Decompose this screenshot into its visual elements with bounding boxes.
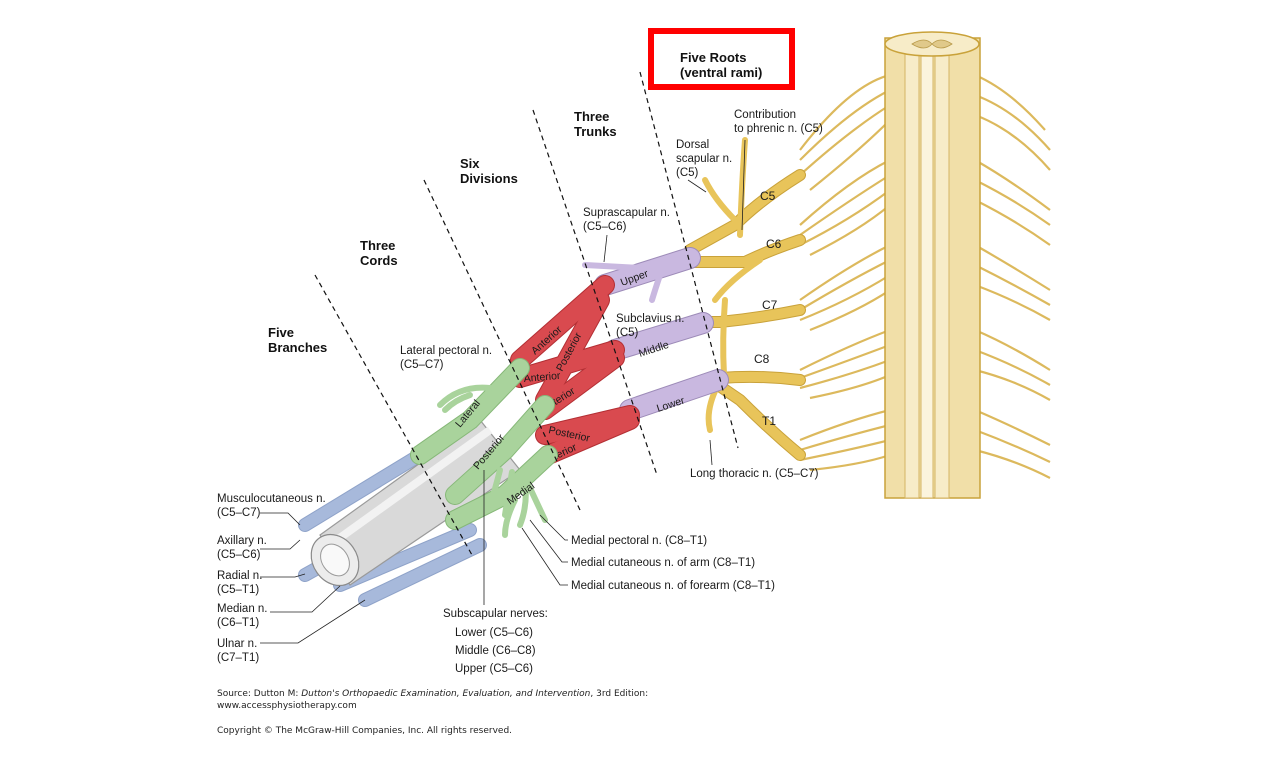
label-median-line2: (C6–T1) — [217, 617, 259, 629]
header-three-cords-line2: Cords — [360, 253, 398, 268]
label-suprascapular-line2: (C5–C6) — [583, 221, 627, 233]
label-ulnar-line1: Ulnar n. — [217, 638, 257, 650]
header-three-trunks-line2: Trunks — [574, 124, 617, 139]
label-subscapular-title: Subscapular nerves: — [443, 608, 548, 620]
source-citation: Source: Dutton M: Dutton's Orthopaedic E… — [217, 689, 648, 699]
label-radial-line2: (C5–T1) — [217, 584, 259, 596]
label-radial-line1: Radial n. — [217, 570, 262, 582]
label-lateral-pectoral-line2: (C5–C7) — [400, 359, 444, 371]
copyright: Copyright © The McGraw-Hill Companies, I… — [217, 726, 512, 736]
cords — [410, 358, 558, 538]
label-long-thoracic: Long thoracic n. (C5–C7) — [690, 468, 819, 480]
rootlets — [799, 73, 1051, 479]
header-six-divisions-line2: Divisions — [460, 171, 518, 186]
root-label-c6: C6 — [766, 237, 782, 251]
roots — [684, 137, 806, 461]
label-ulnar-line2: (C7–T1) — [217, 652, 259, 664]
root-label-c7: C7 — [762, 298, 778, 312]
header-six-divisions-line1: Six — [460, 156, 480, 171]
header-five-branches-line2: Branches — [268, 340, 327, 355]
header-three-trunks-line1: Three — [574, 109, 609, 124]
label-axillary-line2: (C5–C6) — [217, 549, 261, 561]
label-dorsal-scapular-line2: scapular n. — [676, 153, 732, 165]
label-medial-cutaneous-arm: Medial cutaneous n. of arm (C8–T1) — [571, 557, 755, 569]
label-medial-cutaneous-forearm: Medial cutaneous n. of forearm (C8–T1) — [571, 580, 775, 592]
label-musculocutaneous-line2: (C5–C7) — [217, 507, 261, 519]
header-five-branches-line1: Five — [268, 325, 294, 340]
leader-lines — [260, 139, 746, 644]
label-suprascapular-line1: Suprascapular n. — [583, 207, 670, 219]
label-axillary-line1: Axillary n. — [217, 535, 267, 547]
label-musculocutaneous-line1: Musculocutaneous n. — [217, 493, 326, 505]
highlight-box — [648, 28, 795, 90]
label-phrenic-line1: Contribution — [734, 109, 796, 121]
header-five-roots-line1: Five Roots — [680, 50, 746, 65]
label-lateral-pectoral-line1: Lateral pectoral n. — [400, 345, 492, 357]
source-url: www.accessphysiotherapy.com — [217, 701, 357, 711]
trunks — [582, 247, 729, 421]
label-subscapular-middle: Middle (C6–C8) — [455, 645, 536, 657]
source-prefix: Source: Dutton M: — [217, 689, 301, 699]
root-label-c8: C8 — [754, 352, 770, 366]
spinal-cord — [799, 31, 1051, 499]
root-labels: C5 C6 C7 C8 T1 — [754, 189, 782, 428]
source-title: Dutton's Orthopaedic Examination, Evalua… — [301, 689, 590, 699]
label-phrenic-line2: to phrenic n. (C5) — [734, 123, 823, 135]
label-dorsal-scapular-line3: (C5) — [676, 167, 699, 179]
label-dorsal-scapular-line1: Dorsal — [676, 139, 709, 151]
label-subclavius-line2: (C5) — [616, 327, 639, 339]
label-median-line1: Median n. — [217, 603, 268, 615]
root-label-c5: C5 — [760, 189, 776, 203]
header-five-roots-line2: (ventral rami) — [680, 65, 762, 80]
root-label-t1: T1 — [762, 414, 776, 428]
section-dividers — [314, 71, 739, 556]
label-subscapular-upper: Upper (C5–C6) — [455, 663, 533, 675]
label-medial-pectoral: Medial pectoral n. (C8–T1) — [571, 535, 707, 547]
label-subscapular-lower: Lower (C5–C6) — [455, 627, 533, 639]
label-subclavius-line1: Subclavius n. — [616, 313, 684, 325]
divisions — [510, 275, 640, 465]
source-suffix: , 3rd Edition: — [590, 689, 648, 699]
division-anterior-middle: Anterior — [523, 370, 561, 385]
header-three-cords-line1: Three — [360, 238, 395, 253]
